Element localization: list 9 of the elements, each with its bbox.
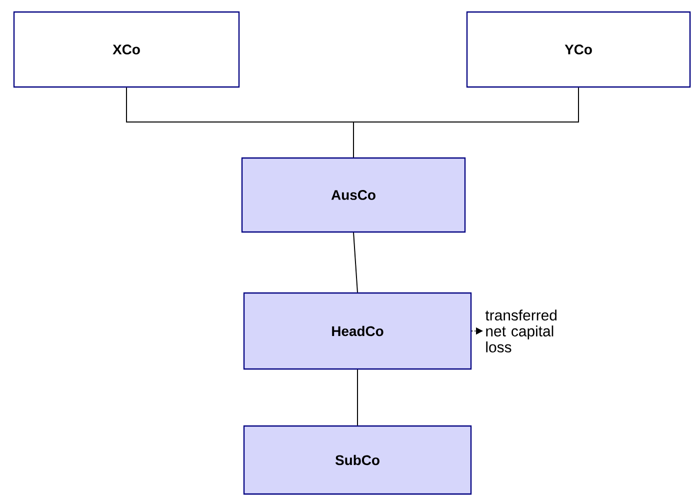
- company-box: SubCo: [243, 425, 472, 495]
- company-box: XCo: [13, 11, 240, 88]
- connector-line: [353, 87, 579, 158]
- company-box: HeadCo: [243, 292, 472, 370]
- company-box: AusCo: [241, 157, 466, 233]
- company-box: YCo: [466, 11, 691, 88]
- note-text: transferred net capital loss: [485, 310, 556, 352]
- connector-line: [357, 369, 358, 426]
- connector-line: [353, 232, 358, 293]
